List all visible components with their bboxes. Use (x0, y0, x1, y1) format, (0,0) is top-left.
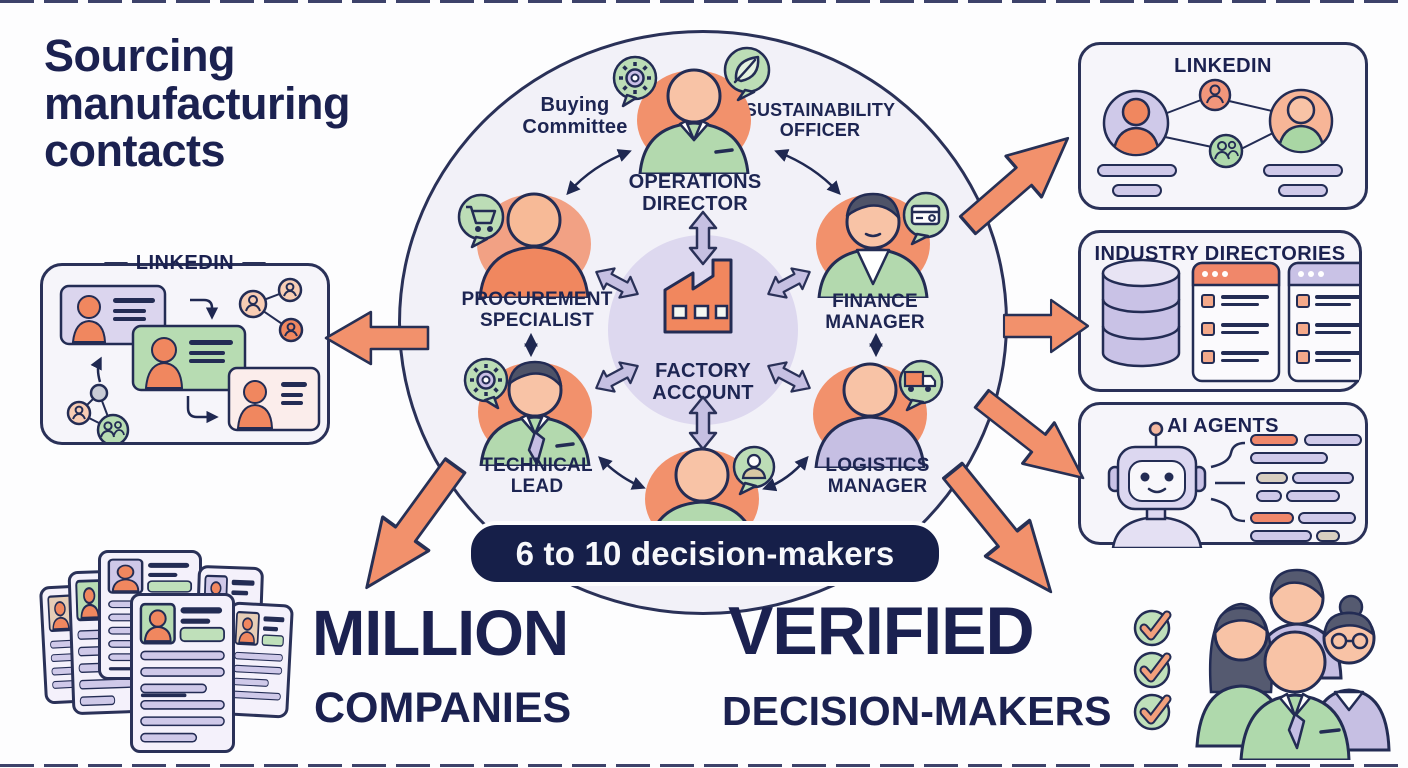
page-title-line2: manufacturing (44, 77, 351, 129)
check-icon (1133, 693, 1172, 731)
profile-card (131, 324, 247, 392)
factory-account-label: FACTORY ACCOUNT (652, 360, 754, 405)
operations-director-label: OPERATIONS DIRECTOR (628, 171, 762, 216)
check-icon (1133, 609, 1172, 731)
wallet-icon (902, 191, 950, 246)
leaf-icon (723, 46, 771, 102)
network-nodes-icon (66, 383, 130, 442)
finance-manager-avatar (816, 192, 930, 298)
person-icon (732, 445, 776, 496)
gear-icon (463, 357, 509, 410)
finance-manager-label: FINANCE MANAGER (825, 291, 925, 334)
bottom-dashed-border (0, 764, 1408, 767)
data-pills (1250, 434, 1362, 542)
arrow-to-directories (1002, 298, 1090, 354)
profile-card (227, 366, 321, 432)
decision-makers-stat-value: VERIFIED (728, 593, 1035, 669)
linkedin-right-panel-title: LINKEDIN (1174, 55, 1272, 77)
network-links (1164, 99, 1274, 150)
page-title-line1: Sourcing (44, 30, 236, 81)
person-front (1239, 630, 1351, 760)
profile-text-pills (1097, 164, 1343, 197)
network-group-icon (1208, 133, 1244, 169)
directory-window-icon (1287, 261, 1359, 383)
ai-agents-panel: AI AGENTS (1078, 402, 1368, 548)
avatar (1268, 88, 1334, 154)
robot-icon (1107, 421, 1207, 548)
truck-icon (898, 359, 944, 412)
technical-lead-label: TECHNICAL LEAD (481, 455, 593, 498)
page-title-line3: contacts (44, 125, 226, 177)
check-icon (1133, 651, 1172, 689)
buying-committee-label: Buying Committee (522, 94, 628, 139)
companies-stat-label: COMPANIES (314, 684, 572, 732)
directories-graphic (1101, 258, 1359, 383)
linkedin-left-panel-graphic (59, 277, 321, 442)
database-icon (1101, 258, 1181, 368)
panel-flow-arrows (90, 298, 219, 424)
linkedin-right-panel: LINKEDIN (1078, 42, 1368, 210)
top-dashed-border (0, 0, 1408, 3)
decision-makers-group-icon (1195, 568, 1391, 760)
industry-directories-title: INDUSTRY DIRECTORIES (1094, 243, 1346, 265)
linkedin-network-graphic (1097, 78, 1343, 197)
network-node-icon (1198, 78, 1232, 112)
decision-makers-badge: 6 to 10 decision-makers (467, 521, 943, 586)
ai-agents-graphic (1107, 421, 1362, 548)
person-left (1195, 602, 1287, 748)
network-nodes-icon (238, 277, 304, 343)
cart-icon (457, 193, 505, 249)
data-stream-lines (1210, 441, 1246, 523)
operations-director-avatar (637, 68, 751, 174)
companies-stat-value: MILLION (312, 597, 569, 669)
factory-icon (663, 258, 733, 334)
company-card (224, 601, 294, 719)
logistics-manager-avatar (813, 362, 927, 468)
sustainability-officer-label: SUSTAINABILITY OFFICER (744, 100, 896, 141)
industry-directories-panel: INDUSTRY DIRECTORIES (1078, 230, 1362, 392)
procurement-specialist-label: PROCUREMENT SPECIALIST (461, 289, 613, 332)
page-title: Sourcing manufacturing contacts (44, 32, 474, 175)
procurement-specialist-avatar (477, 192, 591, 298)
directory-window-icon (1191, 261, 1281, 383)
check-icon (1133, 609, 1172, 647)
linkedin-left-panel-title: LINKEDIN (43, 252, 327, 275)
linkedin-left-panel: LINKEDIN (40, 252, 330, 445)
gear-icon (612, 55, 658, 108)
company-card (130, 593, 235, 753)
decision-makers-stat-label: DECISION-MAKERS (722, 688, 1112, 734)
avatar (1102, 89, 1170, 157)
ai-agents-title: AI AGENTS (1167, 415, 1279, 437)
logistics-manager-label: LOGISTICS MANAGER (825, 455, 930, 498)
